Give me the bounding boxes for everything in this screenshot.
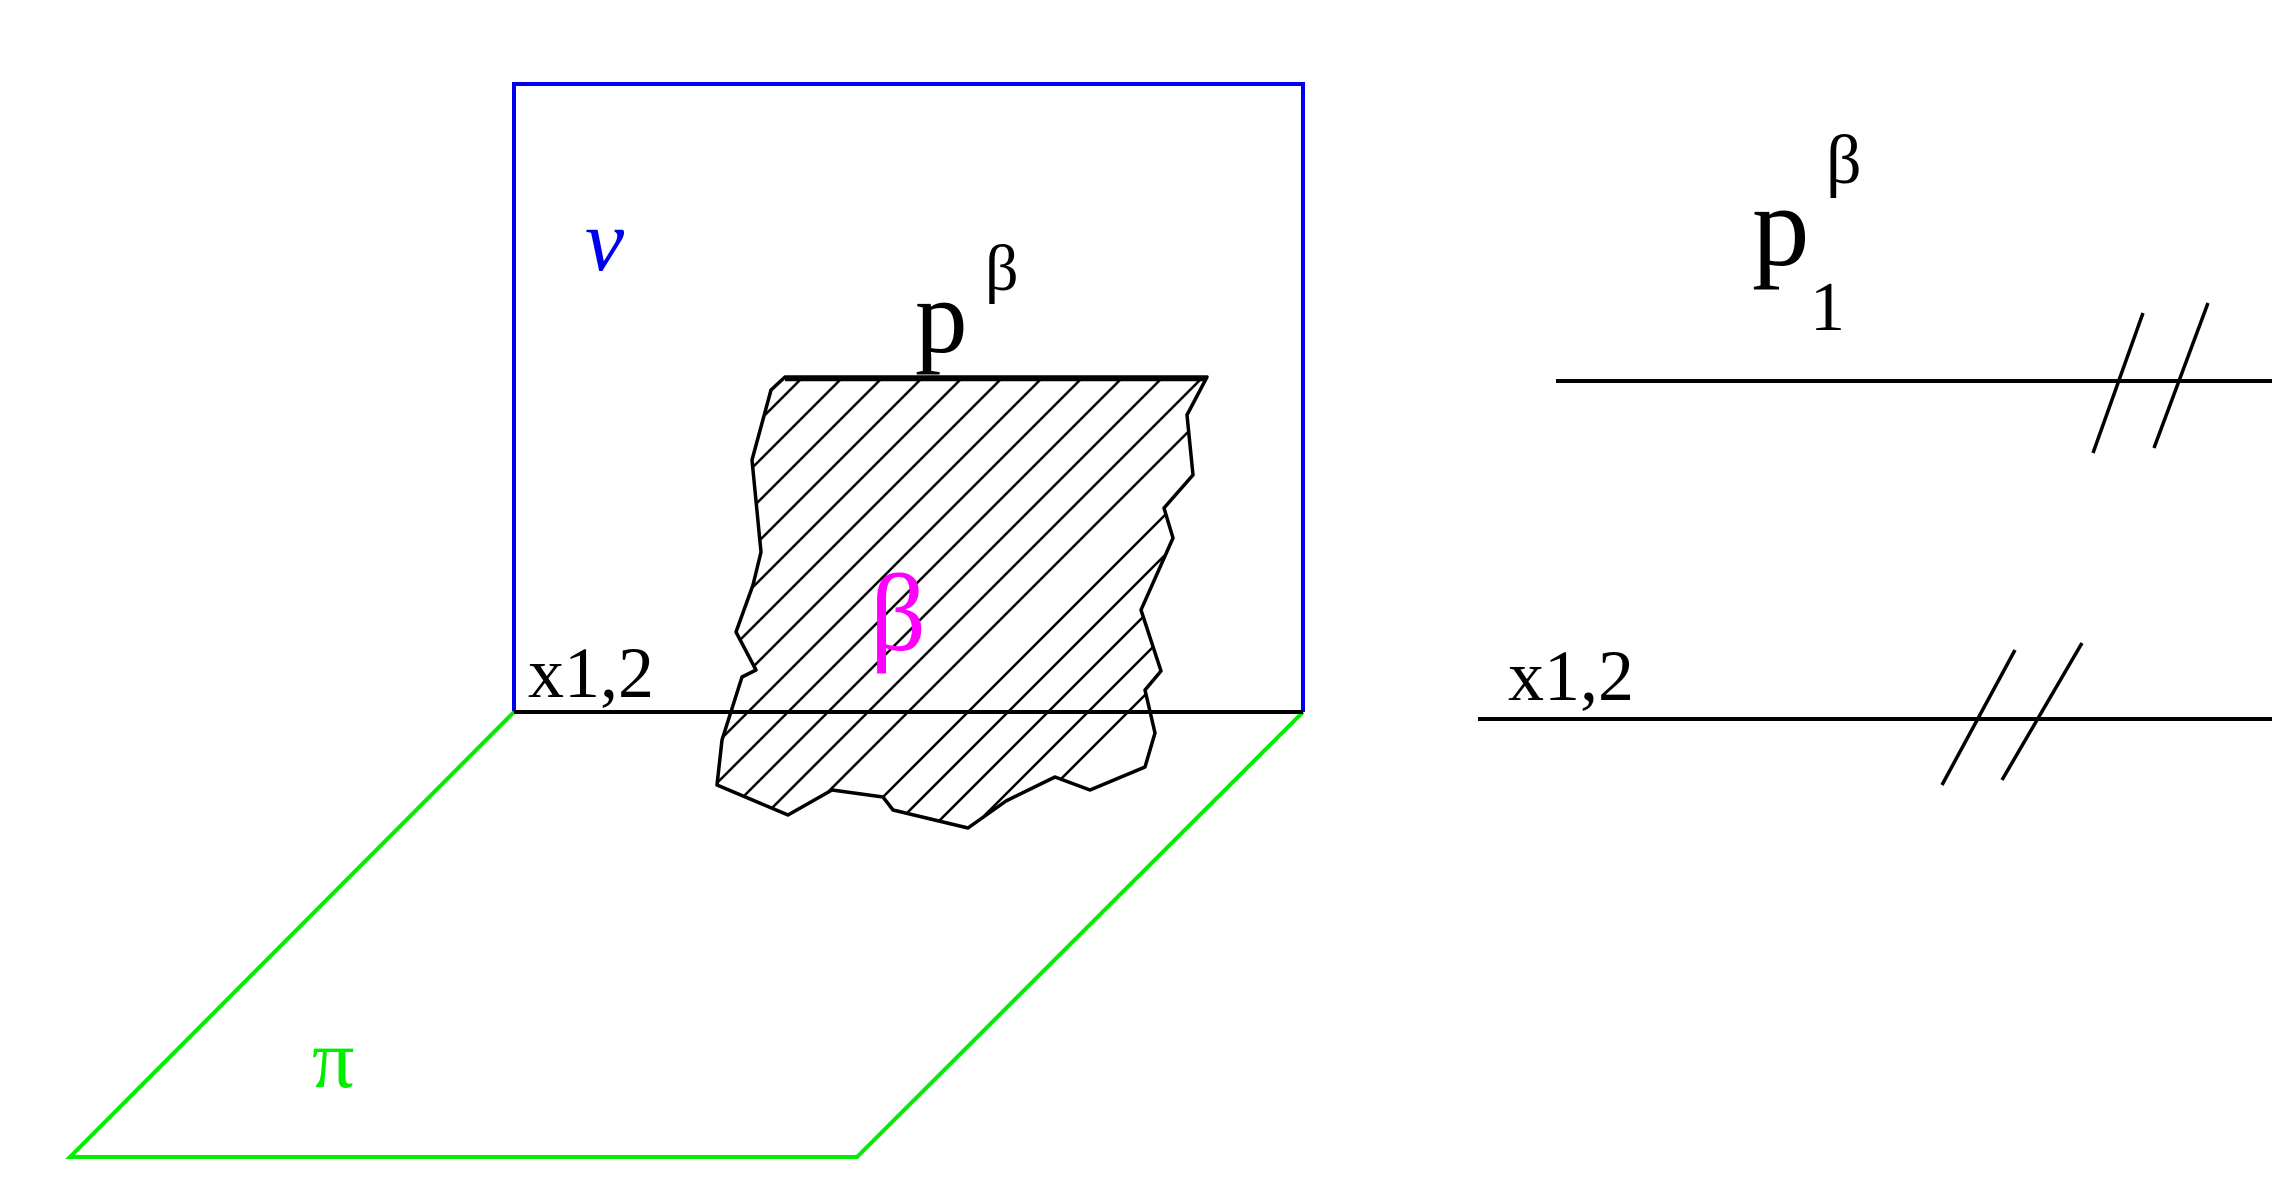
label-trace-p1: p [1752,163,1810,290]
label-axis-x12-left: x1,2 [528,633,654,713]
label-trace-p-sup: β [985,232,1019,305]
horizontal-plane-outline [65,710,1305,1159]
label-trace-p1-sup: β [1826,122,1862,199]
label-beta: β [870,552,926,674]
frontal-plane-nu [512,82,1305,712]
frontal-plane-outline [512,82,1305,712]
label-pi: π [312,1013,354,1106]
break-mark-axis-1 [1940,649,2017,786]
break-mark-axis-2 [2000,642,2084,781]
label-trace-p1-sub: 1 [1810,269,1845,346]
label-nu: ν [585,193,625,290]
label-axis-x12-right: x1,2 [1508,636,1634,716]
beta-outline [715,375,1209,830]
break-mark-trace-1 [2091,312,2145,454]
label-trace-p: p [915,258,968,375]
axis-x12-right-group: x1,2 [1478,636,2272,786]
break-mark-trace-2 [2152,302,2210,449]
horizontal-plane-pi [65,710,1305,1159]
trace-p1-beta-group: p β 1 [1556,122,2272,454]
